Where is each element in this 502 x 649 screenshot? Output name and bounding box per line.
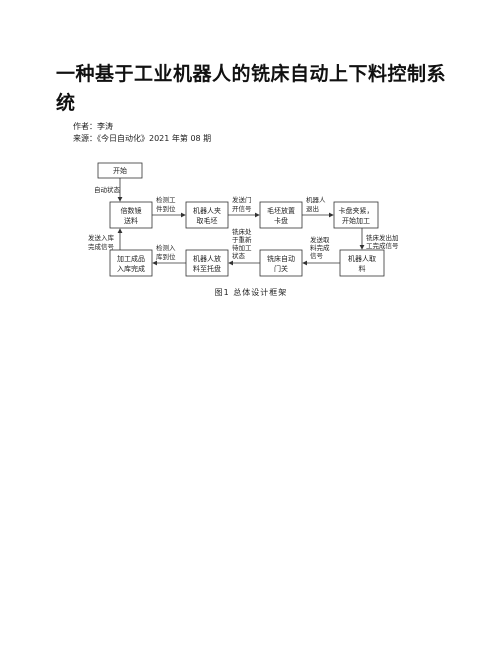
box-robot-place-text-2: 料至托盘 xyxy=(193,264,221,273)
box-robot-take-text-1: 机器人取 xyxy=(348,254,376,263)
label-auto-state: 自动状态 xyxy=(94,185,121,194)
box-door-open xyxy=(259,249,303,277)
label-detect-work-2: 件到位 xyxy=(156,204,176,213)
source-name: 《今日自动化》2021 年第 08 期 xyxy=(97,134,212,143)
box-positioner-text-2: 送料 xyxy=(124,216,138,225)
figure-caption: 图1 总体设计框架 xyxy=(214,288,288,297)
label-detect-stock-2: 库到位 xyxy=(156,252,176,261)
label-mill-wait-1: 铣床处 xyxy=(232,227,252,236)
label-mill-wait-3: 待加工 xyxy=(232,243,252,252)
author-label: 作者： xyxy=(73,122,97,131)
box-chuck-clamp xyxy=(333,201,379,229)
box-chuck-clamp-text-1: 卡盘夹紧， xyxy=(339,206,374,215)
label-robot-exit-1: 机器人 xyxy=(306,195,326,204)
box-robot-place-text-1: 机器人放 xyxy=(193,254,221,263)
label-mill-done-2: 工完成信号 xyxy=(366,241,399,250)
box-finish-stock xyxy=(109,249,153,277)
box-blank-place-text-2: 卡盘 xyxy=(274,216,288,225)
box-blank-place xyxy=(259,201,303,229)
label-send-take-3: 信号 xyxy=(310,251,324,260)
label-send-take-2: 料完成 xyxy=(310,243,330,252)
flowchart-figure: 开始 倍数镜 送料 机器人夹 取毛坯 毛坯放置 卡盘 卡盘夹紧， 开始加工 加工… xyxy=(88,158,410,280)
label-mill-wait-4: 状态 xyxy=(232,251,246,260)
label-detect-work-1: 检测工 xyxy=(156,195,176,204)
source-label: 来源： xyxy=(73,134,97,143)
author-name: 李涛 xyxy=(97,122,113,131)
label-detect-stock-1: 检测入 xyxy=(156,243,176,252)
box-finish-stock-text-2: 入库完成 xyxy=(117,264,145,273)
box-blank-place-text-1: 毛坯放置 xyxy=(267,206,295,215)
label-mill-done-1: 铣床发出加 xyxy=(366,233,399,242)
label-send-take-1: 发送取 xyxy=(310,235,330,244)
flowchart-diagram: 开始 倍数镜 送料 机器人夹 取毛坯 毛坯放置 卡盘 卡盘夹紧， 开始加工 加工… xyxy=(88,162,399,277)
box-robot-take-text-2: 料 xyxy=(359,264,366,273)
author-line: 作者：李涛 xyxy=(73,121,113,132)
label-robot-exit-2: 退出 xyxy=(306,204,319,213)
article-title: 一种基于工业机器人的铣床自动上下料控制系统 xyxy=(56,63,447,114)
box-robot-pick xyxy=(185,201,229,229)
source-line: 来源：《今日自动化》2021 年第 08 期 xyxy=(73,133,211,144)
label-send-door-1: 发送门 xyxy=(232,195,252,204)
label-send-stock-2: 完成信号 xyxy=(88,242,115,251)
box-robot-pick-text-1: 机器人夹 xyxy=(193,206,221,215)
box-positioner-text-1: 倍数镜 xyxy=(121,206,142,215)
box-door-open-text-1: 铣床自动 xyxy=(267,254,295,263)
box-chuck-clamp-text-2: 开始加工 xyxy=(342,216,370,225)
box-positioner xyxy=(109,201,153,229)
box-start-text: 开始 xyxy=(113,166,127,175)
label-mill-wait-2: 于重新 xyxy=(232,235,252,244)
box-robot-place xyxy=(185,249,229,277)
label-send-stock-1: 发送入库 xyxy=(88,233,115,242)
label-send-door-2: 开信号 xyxy=(232,204,252,213)
box-robot-pick-text-2: 取毛坯 xyxy=(197,216,218,225)
box-finish-stock-text-1: 加工成品 xyxy=(117,254,145,263)
box-door-open-text-2: 门关 xyxy=(274,264,288,273)
